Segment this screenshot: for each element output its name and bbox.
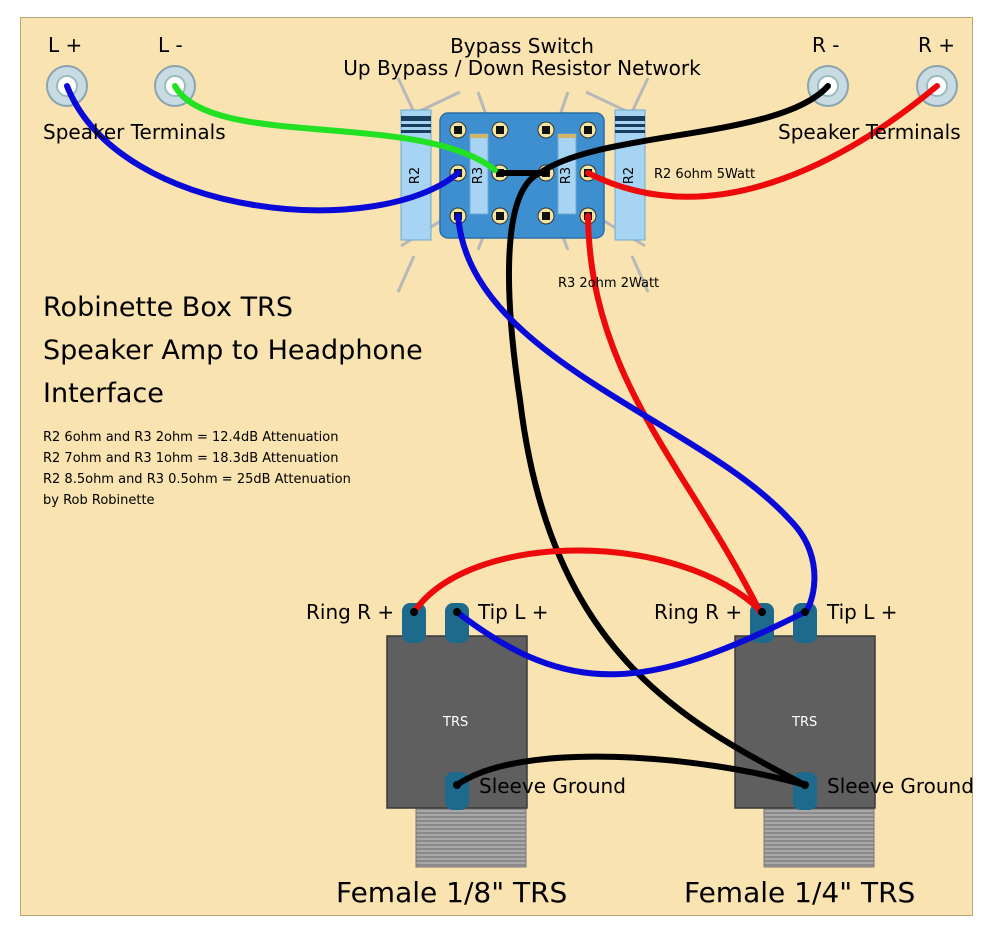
switch-title: Bypass Switch Up Bypass / Down Resistor … xyxy=(322,35,722,79)
resistor-r3-right xyxy=(557,133,577,215)
wire-ring-bridge-red xyxy=(411,547,765,615)
eighth-caption: Female 1/8" TRS xyxy=(336,876,568,909)
quarter-ring-label: Ring R + xyxy=(654,600,743,624)
label-left-positive: L + xyxy=(48,33,83,57)
quarter-caption: Female 1/4" TRS xyxy=(684,876,916,909)
label-r3-spec: R3 2ohm 2Watt xyxy=(558,276,660,291)
label-r3-right: R3 xyxy=(559,166,575,185)
note-line: R2 8.5ohm and R3 0.5ohm = 25dB Attenuati… xyxy=(43,472,351,487)
resistor-r2-left xyxy=(400,109,432,241)
attenuation-notes: R2 6ohm and R3 2ohm = 12.4dB Attenuation… xyxy=(43,427,351,511)
resistor-r3-left xyxy=(469,133,489,215)
wire-ground-speaker-black xyxy=(505,83,831,788)
author-credit: by Rob Robinette xyxy=(43,493,155,508)
label-right-negative: R - xyxy=(812,33,840,57)
wire-tip-bridge-blue xyxy=(454,609,808,678)
label-speaker-terminals-left: Speaker Terminals xyxy=(43,120,226,144)
switch-title-line2: Up Bypass / Down Resistor Network xyxy=(343,56,701,80)
solder-points xyxy=(410,608,809,789)
switch-title-line1: Bypass Switch xyxy=(450,34,594,58)
label-speaker-terminals-right: Speaker Terminals xyxy=(778,120,961,144)
wire-tip-blue-switch xyxy=(455,213,818,615)
wire-sleeve-bridge-black xyxy=(454,753,808,788)
eighth-tip-label: Tip L + xyxy=(478,600,549,624)
note-line: R2 7ohm and R3 1ohm = 18.3dB Attenuation xyxy=(43,451,339,466)
note-line: R2 6ohm and R3 2ohm = 12.4dB Attenuation xyxy=(43,430,339,445)
wire-right-positive-red xyxy=(585,83,940,200)
quarter-sleeve-label: Sleeve Ground xyxy=(827,774,974,798)
quarter-body-label: TRS xyxy=(792,715,818,730)
label-r2-right: R2 xyxy=(622,166,638,185)
label-r3-left: R3 xyxy=(471,166,487,185)
title-line1: Robinette Box TRS xyxy=(43,292,293,323)
wire-left-positive-blue xyxy=(64,83,461,214)
resistor-r2-right xyxy=(614,109,646,241)
eighth-sleeve-label: Sleeve Ground xyxy=(479,774,626,798)
label-right-positive: R + xyxy=(918,33,956,57)
title-line2: Speaker Amp to Headphone xyxy=(43,335,423,366)
label-left-negative: L - xyxy=(158,33,183,57)
label-r2-left: R2 xyxy=(408,166,424,185)
jack-quarter-trs xyxy=(734,603,876,868)
label-r2-spec: R2 6ohm 5Watt xyxy=(654,167,756,182)
wire-left-negative-green xyxy=(172,83,498,173)
wire-r3-to-ring-red xyxy=(585,213,763,615)
eighth-body-label: TRS xyxy=(443,715,469,730)
eighth-ring-label: Ring R + xyxy=(306,600,395,624)
jack-eighth-trs xyxy=(386,603,528,868)
diagram-title: Robinette Box TRS Speaker Amp to Headpho… xyxy=(43,286,423,415)
title-line3: Interface xyxy=(43,378,164,409)
quarter-tip-label: Tip L + xyxy=(827,600,898,624)
